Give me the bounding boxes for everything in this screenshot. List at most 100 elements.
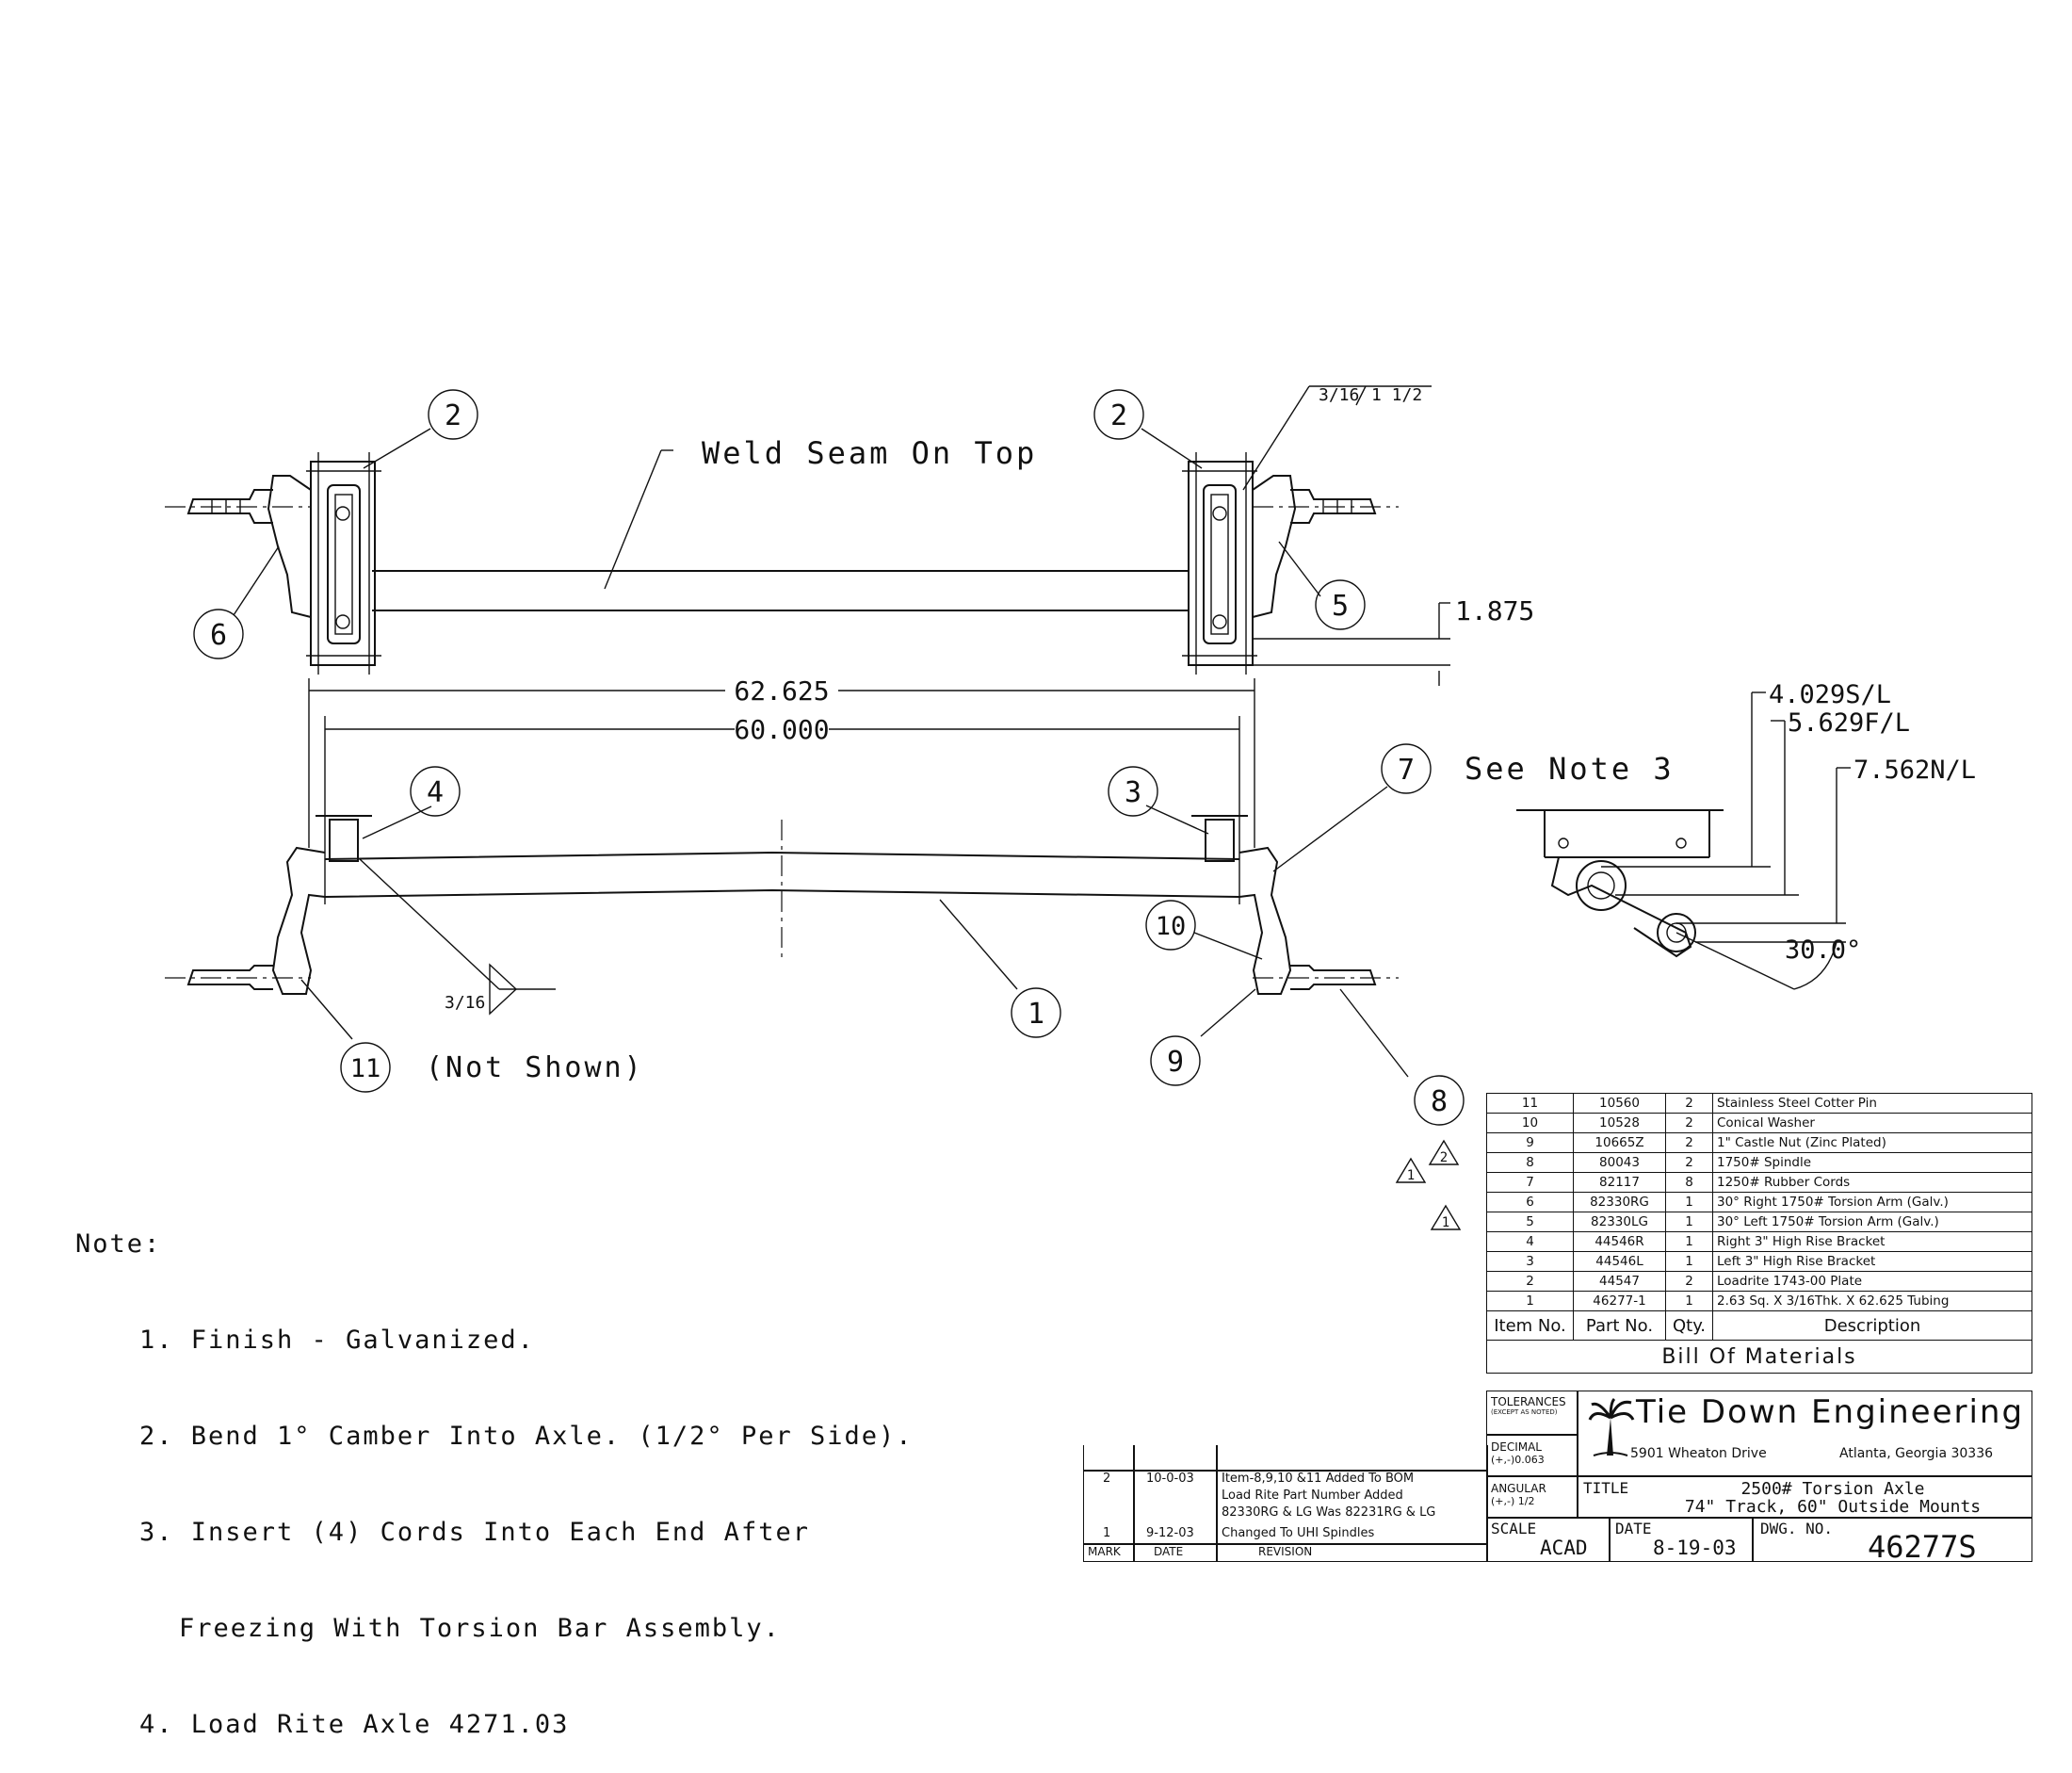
tolerances-cell: TOLERANCES (EXCEPT AS NOTED) (1486, 1391, 1578, 1436)
balloon-2-left-label: 2 (445, 399, 461, 432)
bom-desc: Left 3" High Rise Bracket (1713, 1252, 2032, 1272)
dim-plate: 1.875 (1455, 595, 1534, 626)
bom-part: 82330RG (1574, 1193, 1666, 1212)
see-note-3: See Note 3 (1465, 751, 1675, 787)
company-name: Tie Down Engineering (1636, 1393, 2024, 1431)
dim-weld-length: 1 1/2 (1371, 385, 1422, 405)
weld-seam-note: Weld Seam On Top (702, 435, 1037, 471)
balloon-3-label: 3 (1125, 776, 1141, 809)
bom-item: 9 (1487, 1133, 1574, 1153)
bom-row: 11105602Stainless Steel Cotter Pin (1487, 1094, 2032, 1114)
note-2: 2. Bend 1° Camber Into Axle. (1/2° Per S… (75, 1421, 914, 1453)
bom-qty: 1 (1666, 1212, 1713, 1232)
revision-triangles: 1 2 1 (1397, 1141, 1460, 1230)
triangle-mark-2: 2 (1440, 1150, 1448, 1165)
bom-row: 88004321750# Spindle (1487, 1153, 2032, 1173)
rev-1-line-1: Changed To UHI Spindles (1222, 1526, 1374, 1540)
bom-desc: 1" Castle Nut (Zinc Plated) (1713, 1133, 2032, 1153)
date-value: 8-19-03 (1653, 1537, 1737, 1559)
bom-row: 582330LG130° Left 1750# Torsion Arm (Gal… (1487, 1212, 2032, 1232)
bom-rows: 11105602Stainless Steel Cotter Pin101052… (1487, 1094, 2032, 1311)
dim-sl: 4.029S/L (1769, 680, 1891, 709)
bom-part: 46277-1 (1574, 1292, 1666, 1311)
bom-item: 7 (1487, 1173, 1574, 1193)
balloon-7-label: 7 (1398, 754, 1415, 787)
note-4: 4. Load Rite Axle 4271.03 (75, 1709, 914, 1741)
top-view (165, 452, 1450, 686)
scale-value: ACAD (1540, 1537, 1588, 1559)
triangle-mark-3: 1 (1442, 1215, 1449, 1230)
bom-header-desc: Description (1713, 1311, 2032, 1341)
bom-title: Bill Of Materials (1487, 1341, 2032, 1374)
dim-overall-width: 62.625 (734, 675, 829, 707)
bom-qty: 1 (1666, 1232, 1713, 1252)
tolerances-label: TOLERANCES (1487, 1391, 1578, 1408)
bom-header: Item No. Part No. Qty. Description (1487, 1311, 2032, 1341)
bom-part: 44547 (1574, 1272, 1666, 1292)
balloon-11-label: 11 (350, 1054, 381, 1083)
bill-of-materials: 11105602Stainless Steel Cotter Pin101052… (1486, 1093, 2032, 1374)
bom-qty: 2 (1666, 1114, 1713, 1133)
triangle-mark-1: 1 (1407, 1168, 1415, 1183)
bom-item: 3 (1487, 1252, 1574, 1272)
bom-row: 444546R1Right 3" High Rise Bracket (1487, 1232, 2032, 1252)
bom-item: 6 (1487, 1193, 1574, 1212)
balloon-6-label: 6 (210, 619, 227, 652)
angular-label: ANGULAR (1487, 1476, 1578, 1495)
bom-item: 8 (1487, 1153, 1574, 1173)
bom-qty: 2 (1666, 1094, 1713, 1114)
bom-qty: 8 (1666, 1173, 1713, 1193)
bom-header-item: Item No. (1487, 1311, 1574, 1341)
bom-qty: 1 (1666, 1252, 1713, 1272)
balloon-4-label: 4 (427, 776, 444, 809)
balloon-8-label: 8 (1431, 1085, 1448, 1118)
bom-item: 2 (1487, 1272, 1574, 1292)
rev-revision-label: REVISION (1258, 1545, 1312, 1558)
bom-part: 80043 (1574, 1153, 1666, 1173)
bom-row: 344546L1Left 3" High Rise Bracket (1487, 1252, 2032, 1272)
balloon-2-right-label: 2 (1110, 399, 1127, 432)
not-shown-note: (Not Shown) (426, 1051, 644, 1084)
bom-part: 10665Z (1574, 1133, 1666, 1153)
note-3: 3. Insert (4) Cords Into Each End After (75, 1517, 914, 1549)
rev-2-line-3: 82330RG & LG Was 82231RG & LG (1222, 1505, 1435, 1520)
bom-desc: 30° Left 1750# Torsion Arm (Galv.) (1713, 1212, 2032, 1232)
decimal-label: DECIMAL (1487, 1435, 1578, 1454)
bom-desc: 30° Right 1750# Torsion Arm (Galv.) (1713, 1193, 2032, 1212)
bom-item: 11 (1487, 1094, 1574, 1114)
bom-row: 146277-112.63 Sq. X 3/16Thk. X 62.625 Tu… (1487, 1292, 2032, 1311)
bom-header-part: Part No. (1574, 1311, 1666, 1341)
bom-row: 10105282Conical Washer (1487, 1114, 2032, 1133)
front-view (165, 816, 1399, 1014)
balloon-1-label: 1 (1028, 998, 1044, 1031)
bom-item: 10 (1487, 1114, 1574, 1133)
bom-item: 4 (1487, 1232, 1574, 1252)
bom-row: 910665Z21" Castle Nut (Zinc Plated) (1487, 1133, 2032, 1153)
dwg-no-label: DWG. NO. (1760, 1520, 1833, 1537)
rev-2-date: 10-0-03 (1146, 1472, 1194, 1486)
bom-qty: 2 (1666, 1133, 1713, 1153)
bom-item: 5 (1487, 1212, 1574, 1232)
scale-label: SCALE (1491, 1520, 1536, 1537)
bom-row: 2445472Loadrite 1743-00 Plate (1487, 1272, 2032, 1292)
rev-date-label: DATE (1154, 1545, 1183, 1558)
dim-angle: 30.0° (1785, 935, 1861, 965)
company-city: Atlanta, Georgia 30336 (1839, 1446, 1993, 1461)
bom-desc: 2.63 Sq. X 3/16Thk. X 62.625 Tubing (1713, 1292, 2032, 1311)
bom-item: 1 (1487, 1292, 1574, 1311)
rev-mark-label: MARK (1088, 1545, 1121, 1558)
title-line-1: 2500# Torsion Axle (1653, 1479, 2013, 1499)
dwg-no-value: 46277S (1868, 1529, 1977, 1565)
title-line-2: 74" Track, 60" Outside Mounts (1653, 1497, 2013, 1517)
dim-fl: 5.629F/L (1788, 708, 1910, 738)
dwg-no-cell: DWG. NO. 46277S (1752, 1517, 2032, 1562)
dim-fillet-weld: 3/16 (445, 993, 485, 1013)
balloon-5-label: 5 (1332, 590, 1349, 623)
dim-weld-size: 3/16 (1319, 385, 1359, 405)
decimal-value: (+,-)0.063 (1487, 1454, 1578, 1466)
bom-desc: Loadrite 1743-00 Plate (1713, 1272, 2032, 1292)
title-cell: TITLE 2500# Torsion Axle 74" Track, 60" … (1577, 1475, 2032, 1519)
company-address: 5901 Wheaton Drive (1630, 1446, 1767, 1461)
tolerances-except: (EXCEPT AS NOTED) (1487, 1408, 1578, 1416)
revision-block: 2 10-0-03 Item-8,9,10 &11 Added To BOM L… (1083, 1445, 1488, 1562)
